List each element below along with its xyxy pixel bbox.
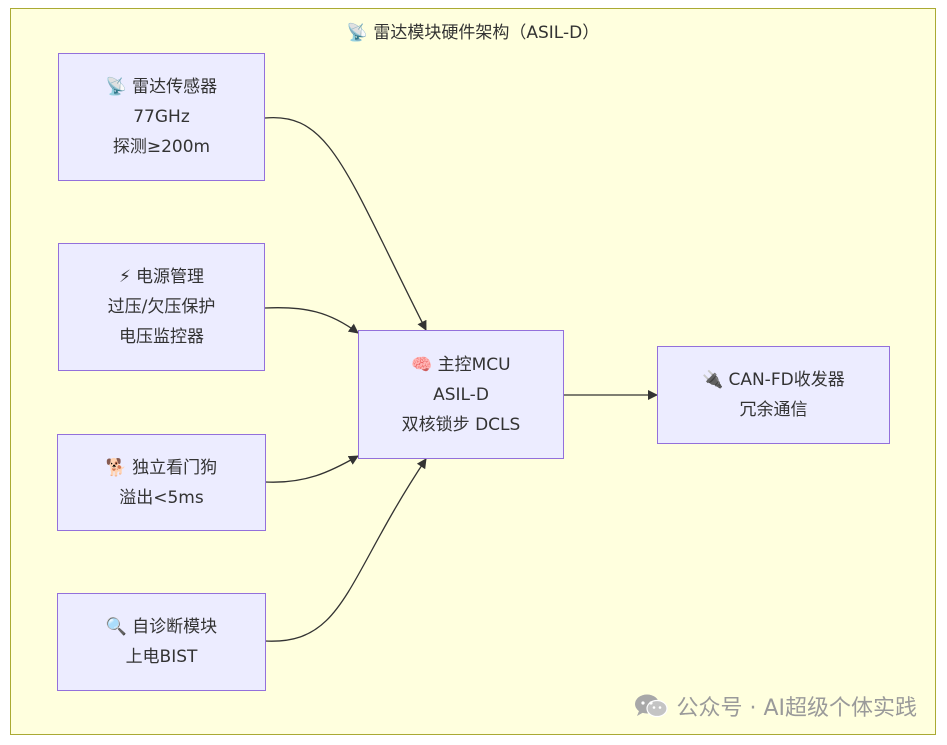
node-self-diagnosis: 🔍自诊断模块 上电BIST	[57, 593, 266, 691]
edge-radar-to-mcu	[264, 116, 427, 331]
node-watchdog: 🐕独立看门狗 溢出<5ms	[57, 434, 266, 531]
node-detail: 上电BIST	[125, 647, 198, 667]
satellite-antenna-icon: 📡	[105, 77, 128, 97]
node-detail: ASIL-D	[433, 384, 489, 405]
wechat-icon	[634, 693, 669, 719]
node-title: 雷达传感器	[132, 77, 218, 97]
node-radar-sensor: 📡雷达传感器 77GHz 探测≥200m	[58, 53, 265, 181]
node-detail: 探测≥200m	[112, 137, 211, 157]
node-title: 主控MCU	[437, 354, 511, 375]
node-main-mcu: 🧠主控MCU ASIL-D 双核锁步 DCLS	[358, 330, 564, 459]
watermark: 公众号 · AI超级个体实践	[634, 690, 917, 722]
node-detail: 77GHz	[133, 107, 190, 127]
dog-icon: 🐕	[105, 457, 128, 478]
plug-icon: 🔌	[702, 370, 724, 390]
lightning-icon: ⚡	[119, 267, 131, 287]
node-detail: 电压监控器	[119, 327, 204, 347]
brain-icon: 🧠	[411, 354, 433, 375]
node-title: CAN-FD收发器	[728, 370, 845, 390]
magnifier-icon: 🔍	[105, 617, 128, 637]
watermark-text: 公众号 · AI超级个体实践	[676, 696, 917, 721]
node-detail: 过压/欠压保护	[107, 297, 216, 317]
node-title: 自诊断模块	[132, 617, 218, 637]
node-title: 独立看门狗	[132, 457, 218, 478]
node-power-management: ⚡电源管理 过压/欠压保护 电压监控器	[58, 243, 265, 371]
satellite-antenna-icon: 📡	[346, 23, 368, 43]
node-detail: 双核锁步 DCLS	[401, 414, 521, 435]
edge-diag-to-mcu	[264, 458, 427, 642]
edge-watchdog-to-mcu	[264, 455, 359, 483]
node-detail: 冗余通信	[739, 400, 808, 420]
node-can-fd-transceiver: 🔌CAN-FD收发器 冗余通信	[657, 346, 890, 444]
node-title: 电源管理	[135, 267, 204, 287]
edge-power-to-mcu	[264, 307, 359, 334]
node-detail: 溢出<5ms	[119, 487, 204, 508]
cluster-title: 📡 雷达模块硬件架构（ASIL-D）	[346, 23, 600, 43]
